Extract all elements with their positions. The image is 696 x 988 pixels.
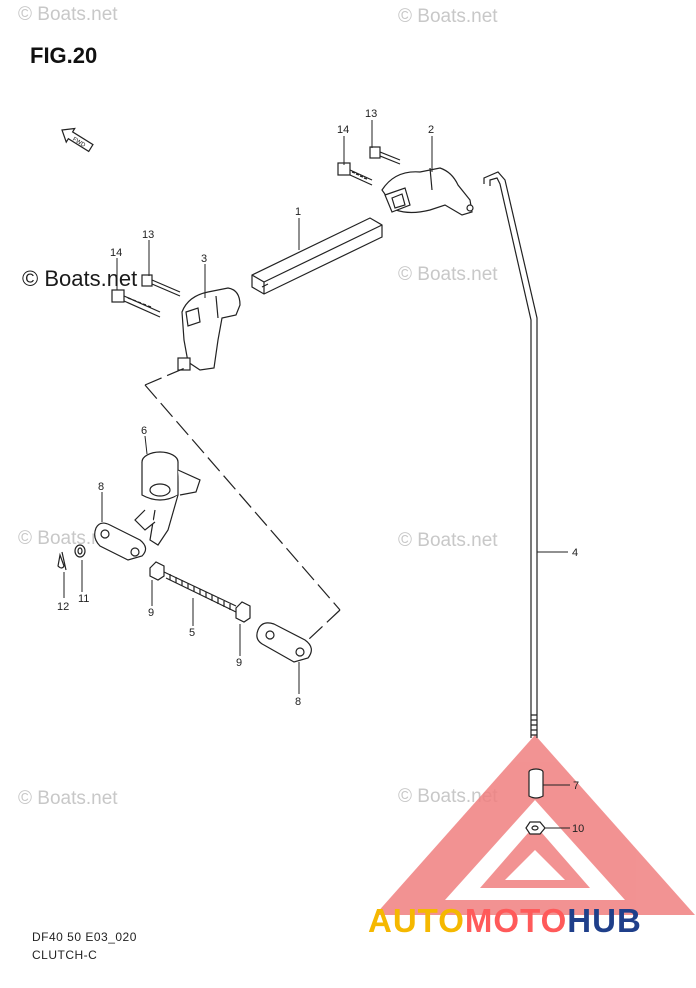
brand-part-moto: MOTO xyxy=(464,902,568,939)
callout-13-mid: 13 xyxy=(142,229,154,241)
callout-9-lower: 9 xyxy=(236,657,242,669)
callout-14-upper: 14 xyxy=(337,124,349,136)
leader-lines xyxy=(63,120,570,829)
watermark: © Boats.net xyxy=(398,530,498,551)
part-3-lever xyxy=(177,287,241,371)
part-12-pin xyxy=(57,551,67,571)
part-8-link-right xyxy=(256,622,312,663)
callout-8-left: 8 xyxy=(98,481,104,493)
callout-13-upper: 13 xyxy=(365,108,377,120)
part-9-nut-upper xyxy=(149,561,165,581)
watermark: © Boats.net xyxy=(18,4,118,25)
callout-10: 10 xyxy=(572,823,584,835)
bolt-14-mid xyxy=(111,289,161,318)
part-6-bracket xyxy=(134,451,201,546)
section-name: CLUTCH-C xyxy=(32,948,98,962)
watermark: © Boats.net xyxy=(18,528,118,549)
bolt-13-mid xyxy=(141,274,181,297)
part-9-nut-lower xyxy=(235,601,251,623)
callout-1: 1 xyxy=(295,206,301,218)
callout-labels: 1 2 3 4 5 6 7 8 8 9 9 10 11 12 13 13 14 … xyxy=(57,108,584,835)
callout-12: 12 xyxy=(57,601,69,613)
watermark: © Boats.net xyxy=(398,6,498,27)
figure-title: FIG.20 xyxy=(30,43,98,68)
watermark: © Boats.net xyxy=(18,788,118,809)
part-7-sleeve xyxy=(528,768,544,799)
part-10-nut xyxy=(525,821,546,835)
callout-7: 7 xyxy=(573,780,579,792)
part-5-threaded-rod xyxy=(163,571,237,613)
callout-5: 5 xyxy=(189,627,195,639)
watermark-dark: © Boats.net xyxy=(22,266,138,291)
fwd-arrow-icon: FWD xyxy=(61,127,94,153)
watermark: © Boats.net xyxy=(398,264,498,285)
part-8-link-left xyxy=(94,522,147,561)
callout-6: 6 xyxy=(141,425,147,437)
brand-part-hub: HUB xyxy=(567,902,642,939)
bolt-14-upper xyxy=(337,162,373,186)
callout-14-mid: 14 xyxy=(110,247,122,259)
callout-2: 2 xyxy=(428,124,434,136)
callout-11: 11 xyxy=(78,593,89,605)
part-4-rod xyxy=(483,171,538,738)
callout-3: 3 xyxy=(201,253,207,265)
model-code: DF40 50 E03_020 xyxy=(32,930,137,944)
watermark: © Boats.net xyxy=(398,786,498,807)
callout-9-upper: 9 xyxy=(148,607,154,619)
assembly-line xyxy=(144,367,341,641)
bolt-13-upper xyxy=(369,146,401,165)
part-2-lever xyxy=(381,167,474,216)
brand-wordmark: AUTOMOTOHUB xyxy=(368,902,642,940)
part-1-shaft xyxy=(251,217,383,295)
callout-8-right: 8 xyxy=(295,696,301,708)
part-11-washer xyxy=(74,544,86,558)
callout-4: 4 xyxy=(572,547,578,559)
brand-part-auto: AUTO xyxy=(368,902,465,939)
